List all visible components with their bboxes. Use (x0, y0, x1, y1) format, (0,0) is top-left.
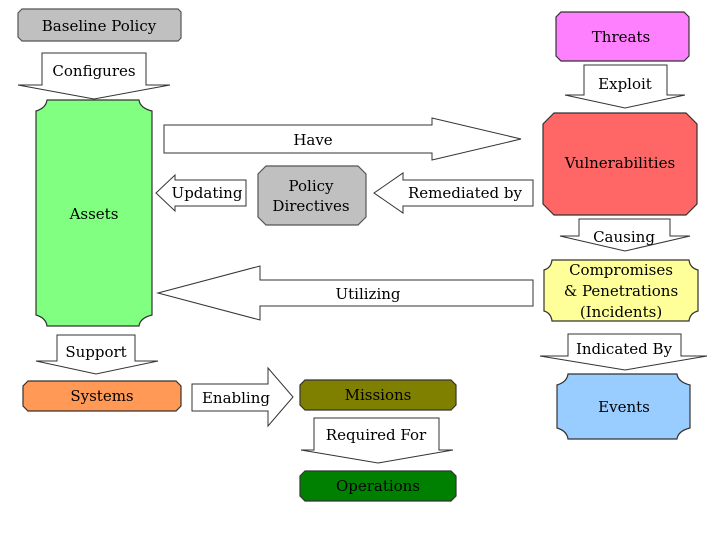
events-label: Events (598, 398, 650, 416)
remediated-by-label: Remediated by (408, 184, 522, 202)
compromises-line-3: (Incidents) (580, 303, 662, 321)
support-label: Support (65, 343, 126, 361)
indicated-by-label: Indicated By (576, 340, 673, 358)
support-arrow-shape (35, 334, 159, 375)
assets-label: Assets (69, 205, 119, 223)
causing-label: Causing (593, 228, 655, 246)
node-systems: Systems (22, 380, 182, 412)
causing-arrow-shape (559, 218, 691, 252)
policy-directives-line-2: Directives (272, 197, 349, 215)
configures-arrow-shape (17, 52, 171, 100)
systems-shape (22, 380, 182, 412)
arrow-exploit: Exploit (564, 64, 686, 109)
compromises-line-2: & Penetrations (564, 282, 678, 300)
node-operations: Operations (299, 470, 457, 502)
events-shape (556, 373, 691, 440)
have-arrow-shape (163, 117, 522, 161)
operations-shape (299, 470, 457, 502)
updating-label: Updating (172, 184, 243, 202)
baseline-policy-label: Baseline Policy (42, 17, 157, 35)
operations-label: Operations (336, 477, 420, 495)
policy-directives-shape (257, 165, 367, 226)
exploit-label: Exploit (598, 75, 652, 93)
required-for-arrow-shape (300, 417, 454, 464)
missions-label: Missions (345, 386, 412, 404)
threats-label: Threats (592, 28, 650, 46)
baseline-policy-shape (17, 8, 182, 42)
arrow-have: Have (163, 117, 522, 161)
compromises-line-1: Compromises (569, 261, 673, 279)
required-for-label: Required For (326, 426, 427, 444)
arrow-utilizing: Utilizing (156, 265, 534, 321)
compromises-shape (543, 259, 699, 322)
node-missions: Missions (299, 379, 457, 411)
configures-label: Configures (52, 62, 135, 80)
arrow-required-for: Required For (300, 417, 454, 464)
systems-label: Systems (70, 387, 133, 405)
arrow-enabling: Enabling (191, 366, 294, 428)
arrow-causing: Causing (559, 218, 691, 252)
indicated-by-arrow-shape (539, 333, 708, 371)
node-compromises: Compromises & Penetrations (Incidents) (543, 259, 699, 322)
missions-shape (299, 379, 457, 411)
enabling-arrow-shape (191, 366, 294, 428)
exploit-arrow-shape (564, 64, 686, 109)
assets-shape (35, 99, 153, 327)
enabling-label: Enabling (202, 389, 270, 407)
arrow-support: Support (35, 334, 159, 375)
have-label: Have (293, 131, 332, 149)
node-assets: Assets (35, 99, 153, 327)
arrow-configures: Configures (17, 52, 171, 100)
node-threats: Threats (555, 11, 690, 62)
utilizing-arrow-shape (156, 265, 534, 321)
node-policy-directives: Policy Directives (257, 165, 367, 226)
arrow-remediated-by: Remediated by (373, 172, 534, 214)
vulnerabilities-label: Vulnerabilities (564, 154, 675, 172)
node-vulnerabilities: Vulnerabilities (542, 112, 698, 216)
policy-directives-line-1: Policy (289, 177, 335, 195)
updating-arrow-shape (155, 173, 247, 213)
node-events: Events (556, 373, 691, 440)
arrow-updating: Updating (155, 173, 247, 213)
arrow-indicated-by: Indicated By (539, 333, 708, 371)
remediated-by-arrow-shape (373, 172, 534, 214)
utilizing-label: Utilizing (335, 285, 400, 303)
threats-shape (555, 11, 690, 62)
node-baseline-policy: Baseline Policy (17, 8, 182, 42)
vulnerabilities-shape (542, 112, 698, 216)
